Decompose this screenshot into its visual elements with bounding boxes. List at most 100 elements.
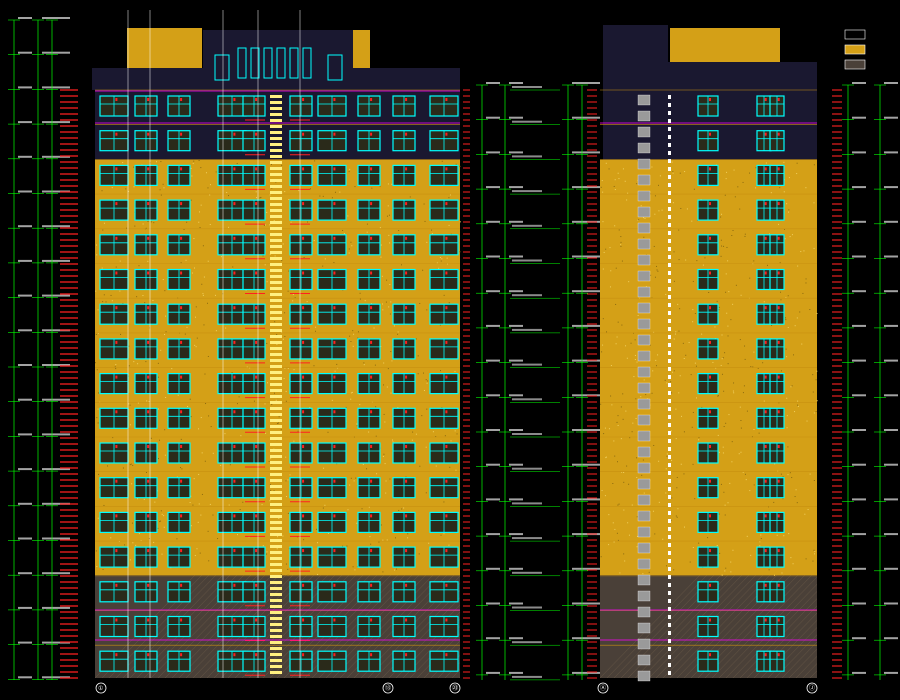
speck [380,256,382,258]
main-window [99,234,129,256]
speck [620,245,622,247]
dim-text-mark [852,394,866,397]
window-mark [115,167,118,171]
window-mark [180,583,183,587]
speck [164,333,166,335]
dim-text-mark [884,324,898,327]
dim-text-mark [852,671,866,674]
window-mark [405,271,408,275]
speck [614,189,616,191]
side-dash [668,271,671,275]
speck [627,192,629,194]
speck [142,223,144,225]
main-window [317,199,347,221]
speck [786,203,788,205]
speck [742,392,744,394]
speck [140,540,142,542]
dim-text-mark [586,116,600,119]
dim-text-mark [509,151,523,154]
main-window [217,130,247,152]
side-dash [668,311,671,315]
window-mark [180,410,183,414]
dim-text-mark [509,255,523,258]
stair-step [270,185,282,188]
dim-text-mark [56,155,70,158]
window-mark [147,514,150,518]
speck [348,171,350,173]
window-mark [302,514,305,518]
speck [797,404,799,406]
window-mark [115,445,118,448]
dim-text-mark [884,637,898,640]
main-window [134,546,158,568]
main-window [289,581,313,603]
speck [322,507,324,509]
dim-text-mark [852,82,866,84]
speck [673,370,675,372]
axis-markers: ① ⑬ ㉓ Ⓐ Ⓙ [95,682,818,694]
speck [652,510,654,512]
dim-text-mark [586,602,600,605]
speck [702,264,704,266]
stair-step [270,227,282,230]
stair-step [270,347,282,350]
stair-step [270,317,282,320]
window-mark [370,132,373,136]
speck [621,324,623,326]
main-window [242,164,266,186]
speck [614,179,616,181]
side-stair-block [637,286,651,298]
main-window [99,581,129,603]
speck [602,318,604,320]
speck [199,227,201,229]
speck [231,372,233,374]
speck [642,573,644,575]
dim-text-mark [852,116,866,119]
window-mark [445,167,448,171]
axis-label-side-left: Ⓐ [600,684,606,692]
speck [677,303,679,305]
speck [145,227,147,229]
speck [280,574,282,576]
main-window [134,268,158,291]
speck [269,224,271,226]
dim-text-mark [586,151,600,154]
window-mark [115,98,118,101]
speck [608,514,610,516]
stair-step [270,521,282,524]
speck [626,199,628,201]
speck [805,187,807,189]
speck [722,357,724,359]
side-dash [668,511,671,515]
main-window [357,373,381,395]
dim-text-mark [586,394,600,397]
speck [760,534,762,536]
window-mark [233,132,236,136]
window-mark [709,618,711,622]
window-mark [115,236,118,240]
speck [642,459,644,461]
speck [439,324,441,326]
main-window [317,130,347,152]
dim-text-mark [586,637,600,640]
speck [459,165,461,167]
speck [350,477,352,479]
speck [262,255,264,257]
main-window [429,199,459,221]
side-dash [668,279,671,283]
speck [740,419,742,421]
window-mark [777,410,780,414]
side-window [769,234,785,256]
main-window [217,95,247,117]
speck [220,465,222,467]
legend-swatch-1 [844,29,866,40]
window-mark [302,236,305,240]
window-mark [370,340,373,344]
speck [110,537,112,539]
speck [733,392,735,394]
dim-text-mark [18,364,32,366]
main-window [289,130,313,152]
speck [779,187,781,189]
window-mark [764,479,767,483]
speck [390,301,392,303]
